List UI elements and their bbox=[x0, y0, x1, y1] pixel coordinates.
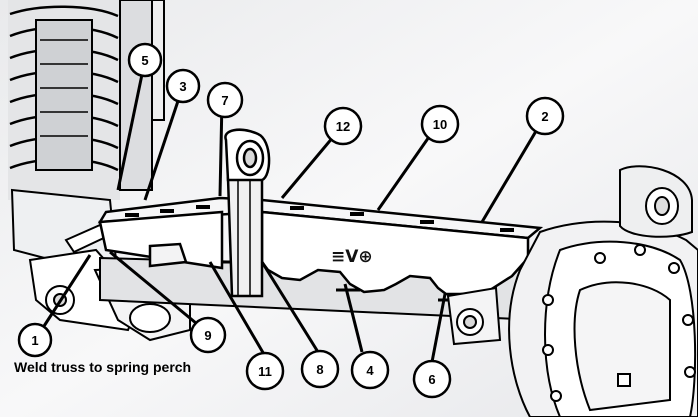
callout-10-label: 10 bbox=[433, 117, 447, 132]
callout-4: 4 bbox=[350, 350, 390, 390]
differential-housing bbox=[508, 165, 698, 417]
callout-9-label: 9 bbox=[204, 328, 211, 343]
callout-1-label: 1 bbox=[31, 333, 38, 348]
callout-12: 12 bbox=[323, 106, 363, 146]
callout-7-label: 7 bbox=[221, 93, 228, 108]
callout-10: 10 bbox=[420, 104, 460, 144]
callout-8: 8 bbox=[300, 349, 340, 389]
callout-11: 11 bbox=[245, 351, 285, 391]
callout-2: 2 bbox=[525, 96, 565, 136]
callout-3-label: 3 bbox=[179, 79, 186, 94]
brand-logo: ≡V⊕ bbox=[331, 247, 373, 267]
caption: Weld truss to spring perch bbox=[14, 359, 191, 375]
coil-spring bbox=[8, 0, 120, 200]
callout-1: 1 bbox=[17, 322, 53, 358]
callout-5: 5 bbox=[127, 42, 163, 78]
lower-link-mount bbox=[446, 286, 502, 346]
callout-11-label: 11 bbox=[258, 364, 272, 379]
callout-3: 3 bbox=[165, 68, 201, 104]
callout-6-label: 6 bbox=[428, 372, 435, 387]
callout-8-label: 8 bbox=[316, 362, 323, 377]
callout-6: 6 bbox=[412, 359, 452, 399]
axle-truss bbox=[97, 196, 544, 302]
callout-2-label: 2 bbox=[541, 109, 548, 124]
track-bar-bracket bbox=[224, 128, 271, 298]
callout-9: 9 bbox=[189, 316, 227, 354]
callout-7: 7 bbox=[206, 81, 244, 119]
callout-12-label: 12 bbox=[336, 119, 350, 134]
callout-4-label: 4 bbox=[366, 363, 374, 378]
callout-5-label: 5 bbox=[141, 53, 148, 68]
